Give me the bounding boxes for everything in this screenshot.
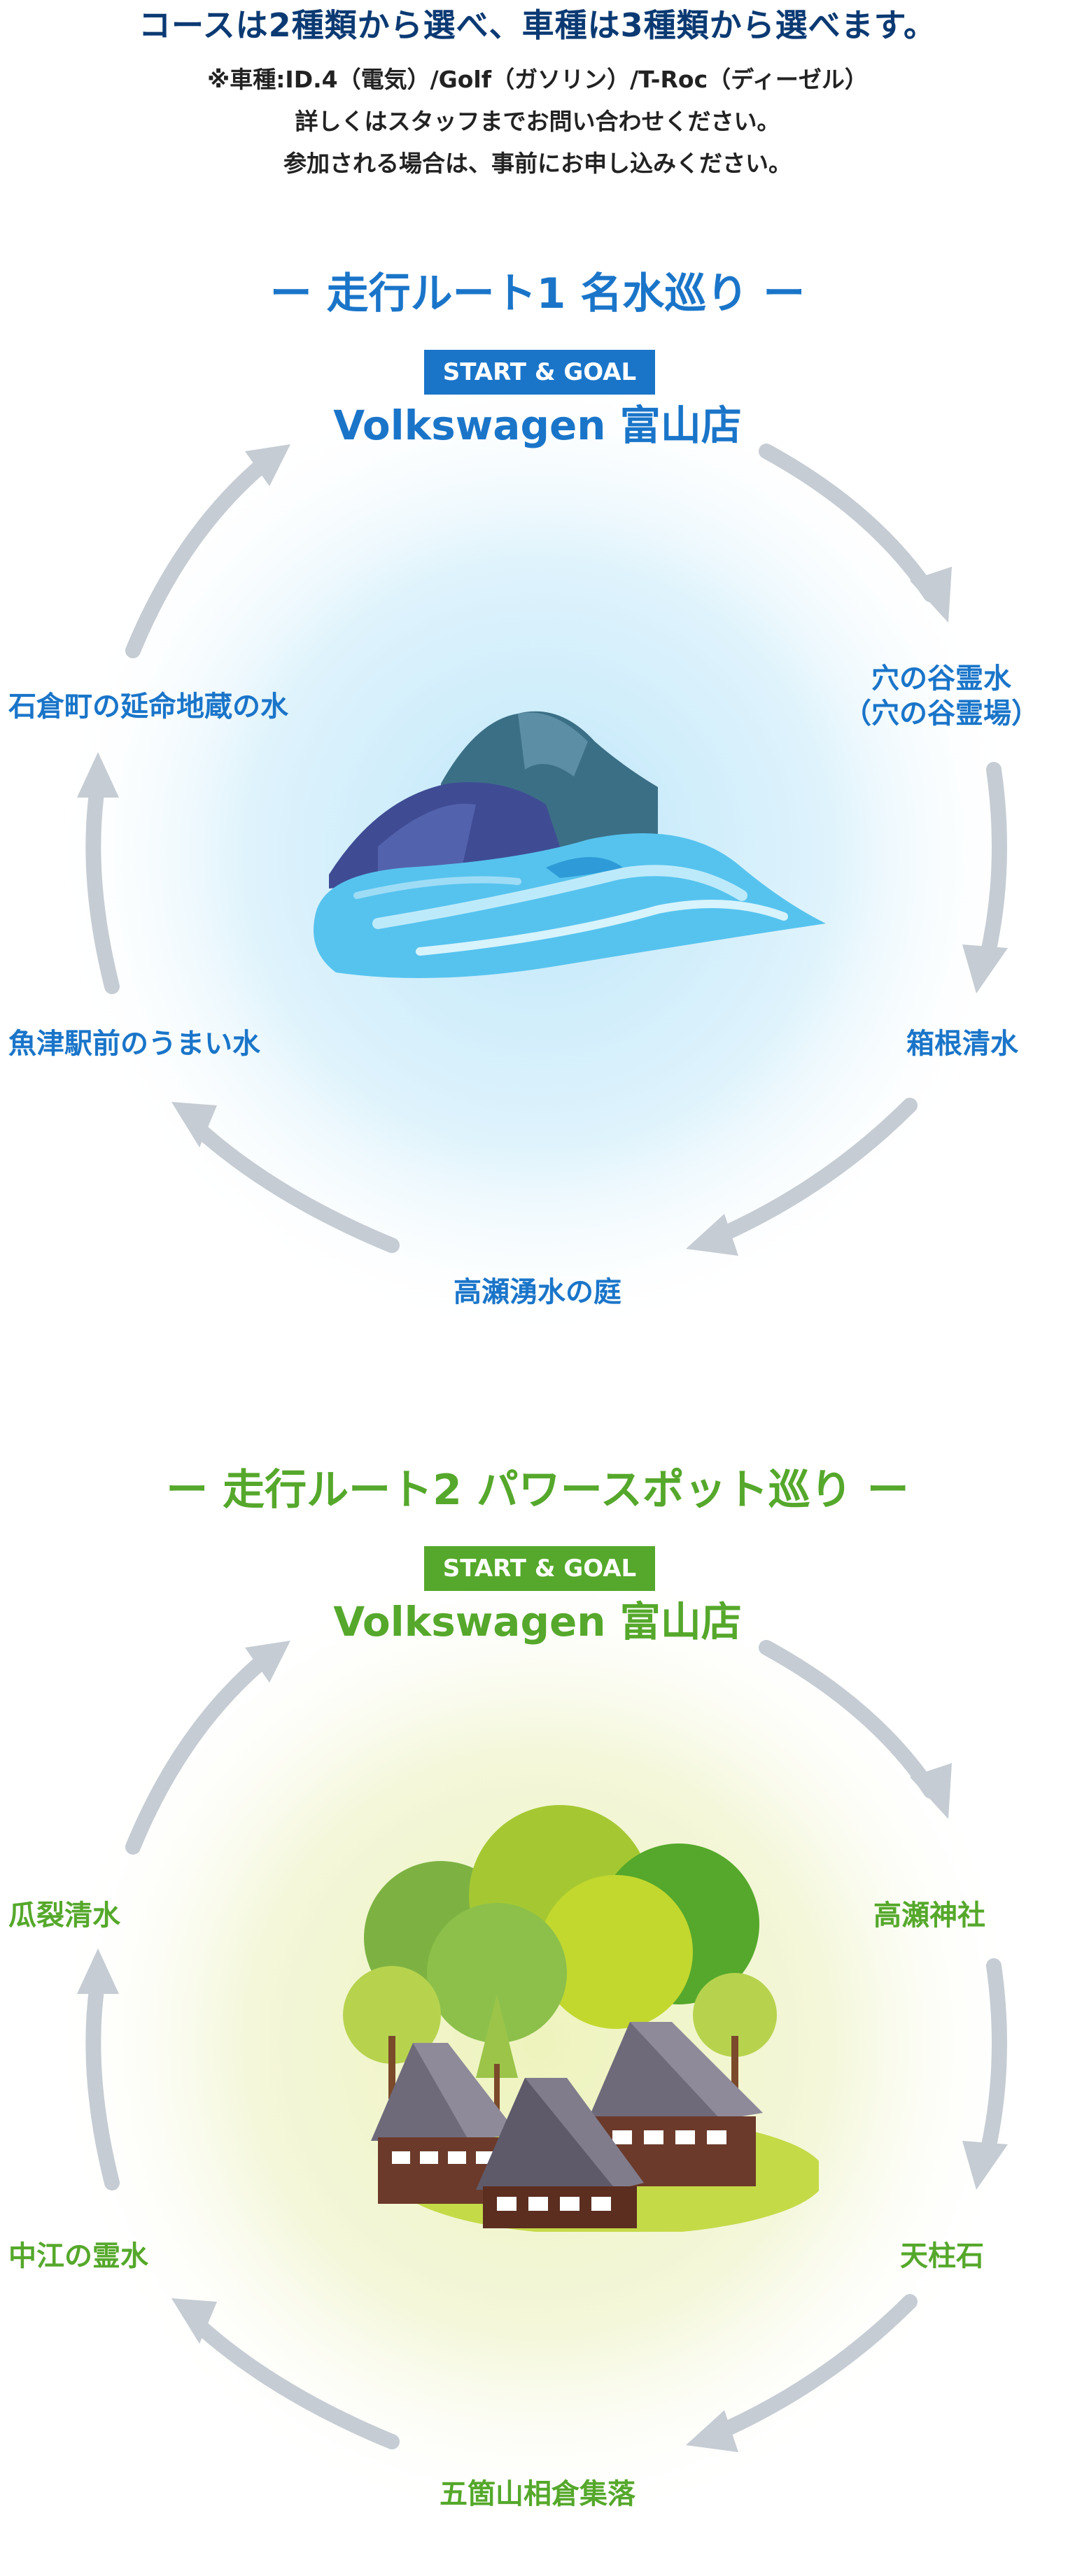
route-1-start-shop: Volkswagen 富山店: [333, 402, 742, 449]
route-1-stop-left-bottom: 魚津駅前のうまい水: [8, 1028, 260, 1060]
route-1-section: ー 走行ルート1 名水巡り ー START & GOAL Volkswagen …: [0, 231, 1075, 1385]
route-1-arrow-bottom-left: [188, 1119, 400, 1253]
route-2-arrowhead-5: [77, 1948, 119, 1994]
village-forest-illustration: [343, 1805, 819, 2232]
route-1-title: ー 走行ルート1 名水巡り ー: [269, 269, 806, 318]
route-1-arrowhead-1: [910, 567, 952, 623]
route-1-arrowhead-3: [686, 1214, 738, 1256]
contact-note: 詳しくはスタッフまでお問い合わせください。: [295, 108, 780, 135]
route-2-arrow-left: [85, 1972, 120, 2191]
route-2-stop-right-bottom: 天柱石: [900, 2240, 984, 2272]
route-1-arrowhead-5: [77, 752, 119, 798]
route-1-start-badge: START & GOAL: [424, 350, 655, 395]
route-1-arrowhead-4: [171, 1102, 217, 1147]
route-2-start-badge: START & GOAL: [424, 1546, 655, 1591]
route-2-stop-bottom: 五箇山相倉集落: [440, 2478, 635, 2510]
route-2-arrowhead-2: [962, 2141, 1008, 2190]
route-1-stop-right-top-sub: （穴の谷霊場）: [843, 698, 1039, 730]
route-2-stop-right-top: 高瀬神社: [873, 1899, 985, 1932]
route-1-arrow-right: [979, 762, 1007, 966]
route-1-arrow-top-right: [759, 444, 939, 602]
application-note: 参加される場合は、事前にお申し込みください。: [283, 150, 792, 177]
route-1-stop-right-top: 穴の谷霊水 （穴の谷霊場）: [826, 661, 1057, 731]
route-2-arrows: [77, 1640, 1008, 2452]
route-1-stop-right-bottom: 箱根清水: [906, 1028, 1018, 1060]
route-2-start-shop: Volkswagen 富山店: [333, 1598, 742, 1646]
route-2-arrowhead-1: [910, 1763, 952, 1819]
route-1-stop-right-top-name: 穴の谷霊水: [871, 663, 1011, 695]
route-2-title: ー 走行ルート2 パワースポット巡り ー: [166, 1466, 909, 1515]
route-1-arrowhead-2: [962, 944, 1008, 993]
route-1-stop-bottom: 高瀬湧水の庭: [454, 1276, 621, 1308]
route-2-arrowhead-3: [686, 2410, 738, 2452]
route-2-arrow-top-right: [759, 1640, 939, 1799]
route-1-arrows: [77, 444, 1008, 1256]
route-2-glow: [49, 1553, 1029, 2533]
route-1-arrowhead-6: [245, 444, 290, 486]
route-2-arrow-bottom-right: [706, 2294, 918, 2442]
route-2-arrowhead-6: [245, 1641, 290, 1683]
vehicle-note: ※車種:ID.4（電気）/Golf（ガソリン）/T-Roc（ディーゼル）: [207, 66, 868, 93]
route-2-arrow-bottom-left: [188, 2315, 400, 2449]
page-headline: コースは2種類から選べ、車種は3種類から選べます。: [138, 6, 937, 44]
route-1-arrow-bottom-right: [706, 1098, 918, 1246]
route-2-stop-left-bottom: 中江の霊水: [8, 2240, 148, 2272]
route-2-arrow-top-left: [125, 1650, 274, 1855]
route-1-arrow-top-left: [125, 454, 274, 658]
route-2-section: ー 走行ルート2 パワースポット巡り ー START & GOAL Volksw…: [0, 1427, 1075, 2575]
route-2-arrow-right: [979, 1958, 1007, 2163]
route-2-stop-left-top: 瓜裂清水: [8, 1899, 120, 1932]
mountain-river-illustration: [314, 711, 826, 978]
route-2-arrowhead-4: [171, 2298, 217, 2344]
route-1-arrow-left: [85, 776, 120, 994]
route-1-stop-left-top: 石倉町の延命地蔵の水: [8, 691, 288, 723]
